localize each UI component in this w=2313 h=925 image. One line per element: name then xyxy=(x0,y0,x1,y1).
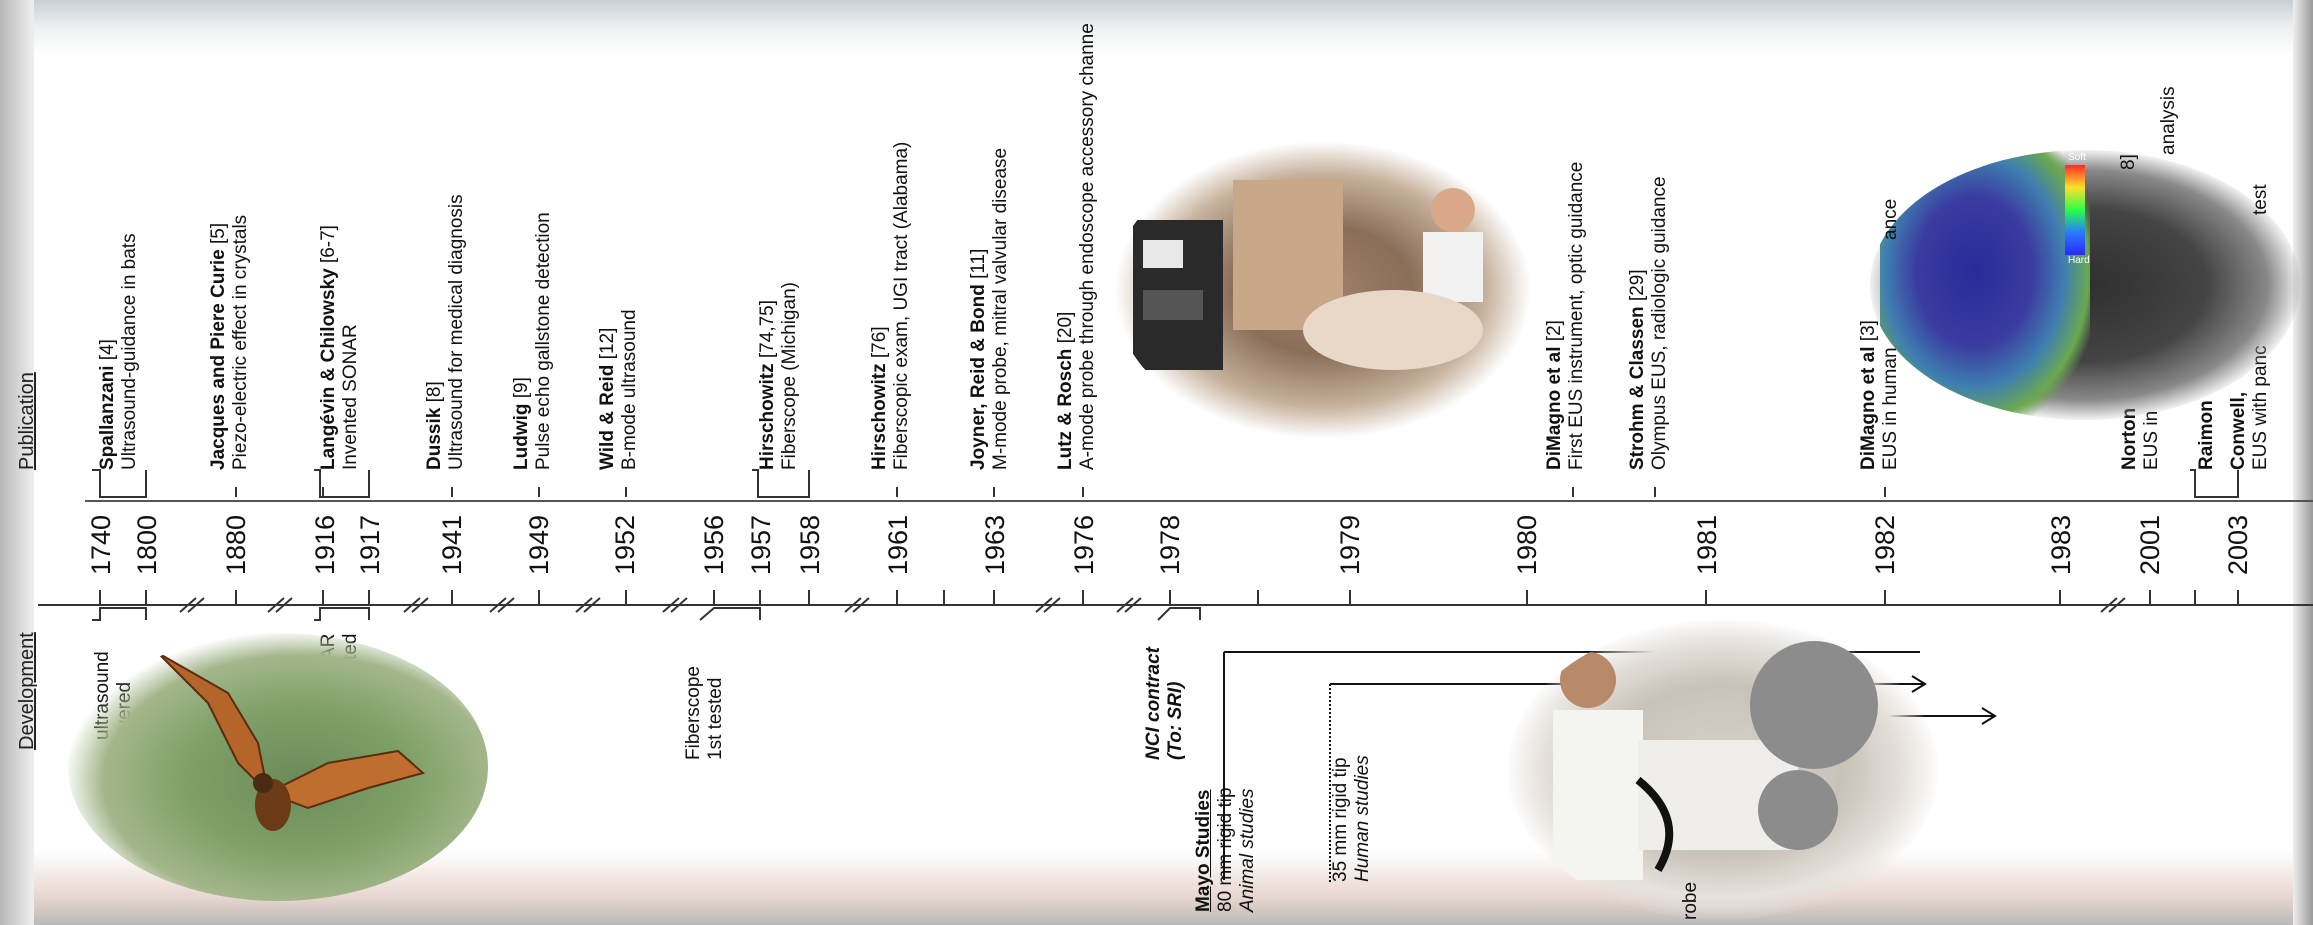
frame-right-edge xyxy=(2293,0,2313,925)
partial-ance: ance xyxy=(1880,198,1901,240)
dev-text: robe xyxy=(1680,881,1701,920)
elastography-image: Soft Hard xyxy=(1870,150,2300,420)
face-blur-2 xyxy=(1758,770,1838,850)
partial-8: 8] xyxy=(2118,154,2139,170)
elastography-scale xyxy=(2065,165,2085,255)
face-blur-1 xyxy=(1750,641,1878,769)
animal-study-photo xyxy=(1113,140,1533,440)
frame-left-edge xyxy=(0,0,34,925)
partial-test: test xyxy=(2250,184,2271,215)
endoscopy-scene-icon xyxy=(1553,652,1798,880)
dev-probe: robe xyxy=(1680,882,1702,920)
lab-equipment-icon xyxy=(1133,180,1483,370)
bat-icon xyxy=(157,652,426,831)
bat-photo xyxy=(68,633,488,901)
partial-analysis: analysis xyxy=(2158,86,2179,155)
elastography-soft-label: Soft xyxy=(2068,152,2086,163)
top-divider xyxy=(85,500,2313,502)
timeline-axis xyxy=(38,604,2313,606)
elastography-color-map xyxy=(1880,150,2090,420)
human-study-photo xyxy=(1508,620,1938,920)
elastography-hard-label: Hard xyxy=(2068,255,2090,266)
